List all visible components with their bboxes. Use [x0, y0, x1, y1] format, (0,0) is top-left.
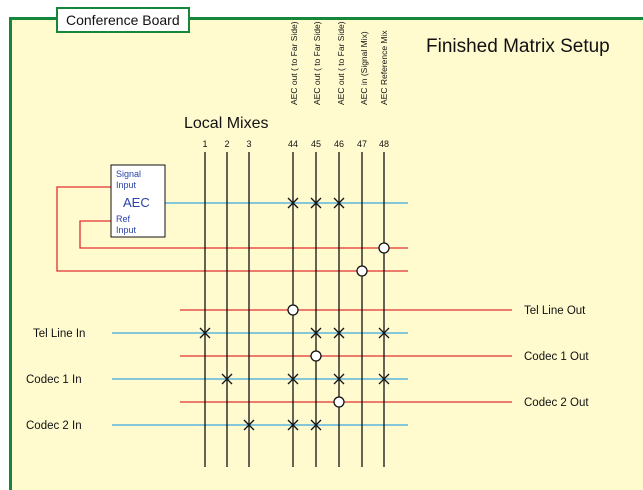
output-label-codec-2-out: Codec 2 Out	[524, 397, 589, 409]
ref-input-line	[79, 220, 408, 249]
aec-title: AEC	[123, 195, 150, 210]
output-label-tel-line-out: Tel Line Out	[524, 305, 586, 317]
diagram-title: Finished Matrix Setup	[426, 36, 610, 57]
matrix-diagram: AEC out ( to Far Side) AEC out ( to Far …	[26, 21, 589, 467]
column-number-3: 3	[246, 139, 251, 149]
aec-ref-input-label-1: Ref	[116, 214, 131, 224]
crosspoint-o	[310, 350, 322, 362]
column-header-44: AEC out ( to Far Side)	[289, 21, 299, 105]
board-label: Conference Board	[56, 7, 190, 33]
crosspoint-x	[287, 197, 299, 209]
input-label-codec-2-in: Codec 2 In	[26, 420, 82, 432]
crosspoint-o	[333, 396, 345, 408]
column-header-45: AEC out ( to Far Side)	[312, 21, 322, 105]
column-number-46: 46	[334, 139, 344, 149]
crosspoint-o	[356, 265, 368, 277]
column-header-46: AEC out ( to Far Side)	[336, 21, 346, 105]
column-number-47: 47	[357, 139, 367, 149]
column-number-45: 45	[311, 139, 321, 149]
crosspoint-x	[287, 419, 299, 431]
column-number-2: 2	[224, 139, 229, 149]
column-header-47: AEC in (Signal Mix)	[359, 31, 369, 105]
local-mixes-label: Local Mixes	[184, 115, 269, 132]
crosspoint-x	[310, 197, 322, 209]
crosspoint-x	[310, 419, 322, 431]
crosspoint-x	[378, 327, 390, 339]
column-number-44: 44	[288, 139, 298, 149]
conference-board-panel	[9, 17, 643, 490]
crosspoint-x	[287, 373, 299, 385]
crosspoint-x	[333, 197, 345, 209]
input-label-tel-line-in: Tel Line In	[33, 328, 85, 340]
crosspoint-x	[221, 373, 233, 385]
crosspoint-x	[243, 419, 255, 431]
crosspoint-x	[310, 327, 322, 339]
aec-block	[110, 164, 166, 238]
signal-input-line	[56, 186, 408, 272]
crosspoint-x	[333, 327, 345, 339]
column-header-48: AEC Reference Mix	[379, 30, 389, 105]
crosspoint-x	[378, 373, 390, 385]
aec-signal-input-label-1: Signal	[116, 169, 141, 179]
output-label-codec-1-out: Codec 1 Out	[524, 351, 589, 363]
crosspoint-o	[378, 242, 390, 254]
crosspoint-marks	[199, 197, 390, 431]
crosspoint-o	[287, 304, 299, 316]
column-number-1: 1	[202, 139, 207, 149]
crosspoint-x	[199, 327, 211, 339]
input-label-codec-1-in: Codec 1 In	[26, 374, 82, 386]
column-number-48: 48	[379, 139, 389, 149]
aec-signal-input-label-2: Input	[116, 180, 137, 190]
crosspoint-x	[333, 373, 345, 385]
aec-ref-input-label-2: Input	[116, 225, 137, 235]
